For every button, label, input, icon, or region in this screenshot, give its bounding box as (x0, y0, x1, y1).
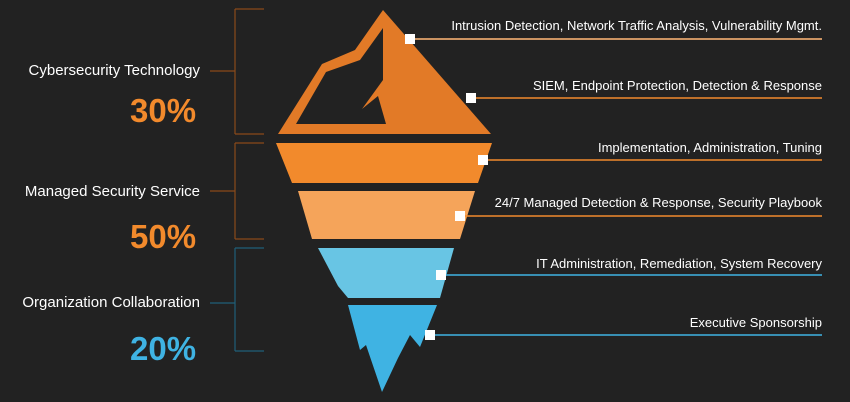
bracket-org (210, 247, 264, 352)
bracket-managed (210, 142, 264, 240)
callout-text-1: Intrusion Detection, Network Traffic Ana… (451, 18, 822, 33)
callout-text-5: IT Administration, Remediation, System R… (536, 256, 822, 271)
callout-text-3: Implementation, Administration, Tuning (597, 140, 822, 155)
percent-org: 20% (130, 330, 197, 367)
layer-managed-bottom (298, 191, 475, 239)
layer-org-top (318, 248, 454, 298)
bracket-tech (210, 8, 264, 135)
callout-markers (405, 34, 488, 340)
iceberg-tip-hollow (296, 28, 386, 124)
category-label-tech: Cybersecurity Technology (28, 62, 200, 79)
callout-text-2: SIEM, Endpoint Protection, Detection & R… (532, 78, 822, 93)
marker-6 (425, 330, 435, 340)
percent-tech: 30% (130, 92, 197, 129)
callout-text-4: 24/7 Managed Detection & Response, Secur… (494, 195, 822, 210)
marker-4 (455, 211, 465, 221)
callout-text-6: Executive Sponsorship (689, 315, 822, 330)
marker-2 (466, 93, 476, 103)
callout-lines (410, 38, 822, 336)
layer-managed-top (276, 143, 492, 183)
category-label-org: Organization Collaboration (22, 294, 200, 311)
marker-5 (436, 270, 446, 280)
layer-org-bottom (348, 305, 437, 392)
marker-3 (478, 155, 488, 165)
percent-managed: 50% (130, 218, 197, 255)
marker-1 (405, 34, 415, 44)
category-label-managed: Managed Security Service (24, 183, 200, 200)
